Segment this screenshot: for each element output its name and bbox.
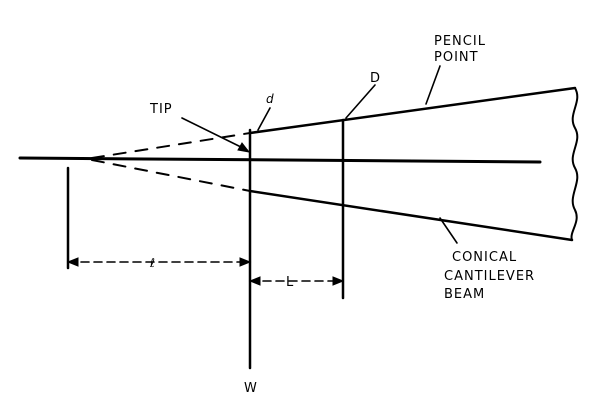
tip-leader-line bbox=[181, 117, 248, 151]
tip-leader-arrow bbox=[237, 142, 251, 153]
conical-beam-label-line3: BEAM bbox=[444, 287, 485, 302]
conical-beam-leader-line bbox=[439, 217, 458, 244]
beam-break-line bbox=[570, 87, 579, 241]
load-label: W bbox=[244, 381, 258, 396]
section-diameter-label: D bbox=[370, 71, 381, 86]
upper-dashed-extension bbox=[91, 132, 251, 159]
dimension-arrow-right-small-l bbox=[239, 257, 252, 267]
beam-upper-edge bbox=[248, 86, 577, 135]
D-leader-line bbox=[345, 84, 376, 119]
pencil-point-leader-line bbox=[425, 65, 441, 105]
conical-beam-label-line1: CONICAL bbox=[452, 250, 517, 265]
dimension-arrow-left-small-l bbox=[66, 257, 79, 267]
d-leader-line bbox=[257, 107, 271, 131]
center-axis bbox=[18, 156, 542, 164]
pencil-point-label-line2: POINT bbox=[434, 50, 479, 65]
dimension-arrow-left-L bbox=[248, 276, 261, 286]
lower-dashed-extension bbox=[91, 159, 251, 192]
conical-beam-label-line2: CANTILEVER bbox=[444, 269, 535, 284]
pencil-point-label-line1: PENCIL bbox=[434, 34, 486, 49]
length-tip-to-apex-label: ℓ bbox=[149, 256, 155, 270]
dimension-arrow-right-L bbox=[332, 276, 345, 286]
length-tip-to-section-label: L bbox=[286, 275, 294, 290]
tip-label: TIP bbox=[149, 102, 173, 117]
tip-diameter-label: d bbox=[266, 92, 274, 106]
beam-lower-edge bbox=[248, 189, 574, 242]
